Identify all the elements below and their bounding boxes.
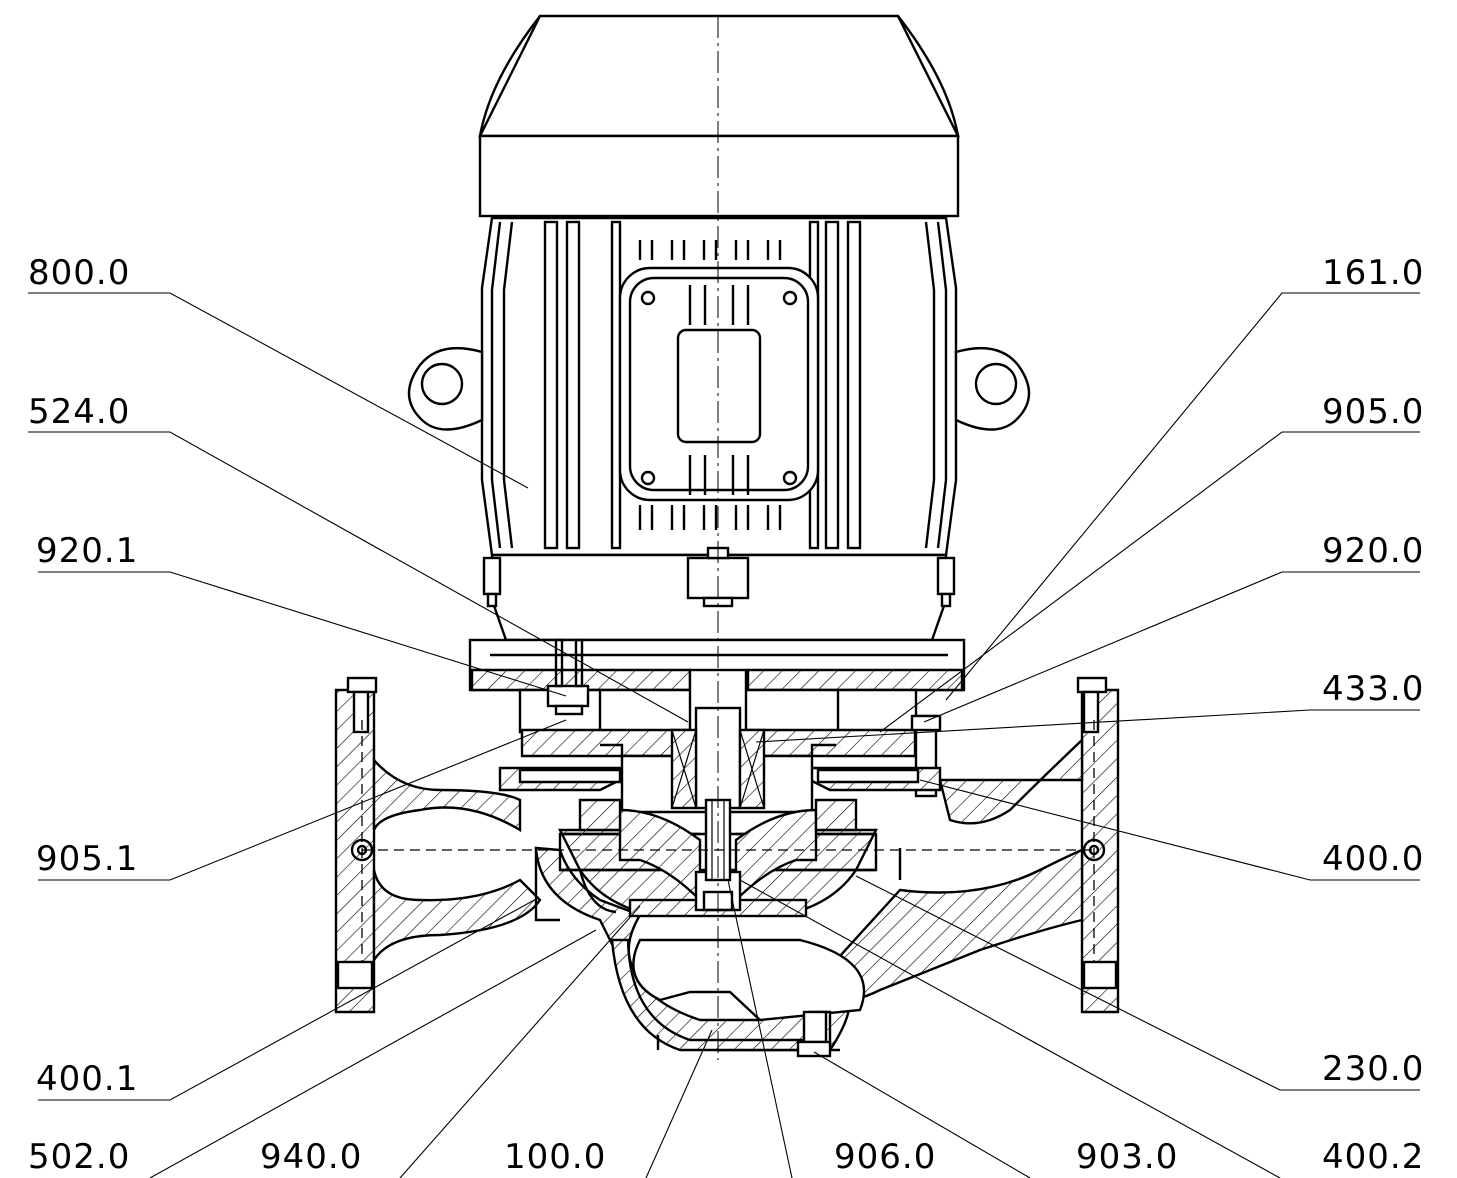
label-100: 100.0	[504, 1137, 606, 1177]
terminal-box-fins	[638, 240, 782, 530]
label-400-1: 400.1	[36, 1059, 138, 1099]
leader-800	[28, 292, 529, 489]
label-400: 400.0	[1322, 839, 1424, 879]
label-524: 524.0	[28, 392, 130, 432]
label-906: 906.0	[834, 1137, 936, 1177]
leader-433	[755, 709, 1420, 743]
leader-905	[879, 431, 1420, 733]
label-920-1: 920.1	[36, 531, 138, 571]
leader-920-1	[38, 571, 567, 697]
leader-524	[28, 431, 689, 723]
motor-fan-cover	[478, 14, 960, 138]
label-903: 903.0	[1076, 1137, 1178, 1177]
terminal-box-window	[676, 328, 762, 444]
leader-502	[149, 929, 597, 1178]
label-800: 800.0	[28, 253, 130, 293]
flange-bolt-left	[346, 676, 378, 694]
leader-100	[645, 1029, 713, 1178]
leader-920	[923, 571, 1420, 723]
leader-940	[399, 905, 641, 1178]
part-labels: 800.0 524.0 920.1 905.1 400.1 502.0 940.…	[28, 253, 1424, 1177]
suction-eye	[632, 938, 866, 1022]
leader-230	[855, 875, 1420, 1091]
label-400-2: 400.2	[1322, 1137, 1424, 1177]
flange-bolt-right	[1076, 676, 1108, 694]
leader-lines	[28, 292, 1420, 1178]
leader-161	[945, 292, 1420, 701]
label-905: 905.0	[1322, 392, 1424, 432]
label-502: 502.0	[28, 1137, 130, 1177]
leader-905-1	[38, 719, 567, 881]
label-433: 433.0	[1322, 669, 1424, 709]
suction-channel	[372, 756, 522, 833]
leader-400-2	[739, 879, 1281, 1178]
label-905-1: 905.1	[36, 839, 138, 879]
motor	[407, 14, 1031, 642]
label-230: 230.0	[1322, 1049, 1424, 1089]
pump-casing	[334, 676, 1120, 1058]
leader-400	[919, 779, 1420, 881]
label-161: 161.0	[1322, 253, 1424, 293]
discharge-channel	[938, 737, 1084, 825]
nut-920-1	[546, 684, 590, 708]
drain-plug	[802, 1010, 828, 1044]
lifting-eye-left	[407, 346, 484, 431]
motor-fan-cover-band	[478, 134, 960, 218]
motor-cooling-fins-left	[490, 220, 622, 550]
label-940: 940.0	[260, 1137, 362, 1177]
lifting-eye-right	[954, 346, 1031, 431]
leader-400-1	[38, 897, 539, 1101]
leader-903	[813, 1051, 1031, 1178]
leader-906	[727, 879, 793, 1178]
label-920: 920.0	[1322, 531, 1424, 571]
